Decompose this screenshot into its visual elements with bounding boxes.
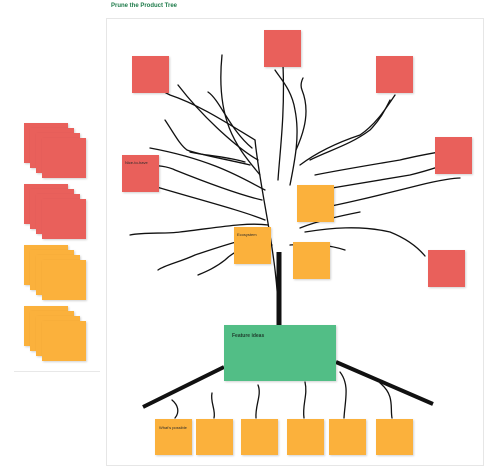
- tree-branch: [304, 227, 426, 257]
- tree-branch: [149, 147, 266, 191]
- tree-branch: [309, 99, 391, 161]
- tree-branch: [207, 91, 253, 149]
- board-title: Prune the Product Tree: [111, 3, 178, 9]
- sticky-note-text: Nice-to-have: [125, 160, 148, 165]
- tree-branch: [295, 77, 307, 151]
- tree-root-base-left: [142, 365, 225, 409]
- sticky-note-text: Ecosystem: [237, 232, 257, 237]
- sticky-note-orange[interactable]: [297, 185, 334, 222]
- palette-divider: [14, 371, 100, 372]
- tree-root: [302, 381, 307, 419]
- tree-root: [255, 384, 260, 419]
- sticky-note-red[interactable]: [428, 250, 465, 287]
- tree-root: [210, 392, 216, 419]
- sticky-note-text: What's possible: [159, 425, 187, 430]
- tree-root-base-right: [335, 360, 434, 406]
- tree-branch: [309, 177, 461, 211]
- sticky-note-red-labeled[interactable]: Nice-to-have: [122, 155, 159, 192]
- tree-branch: [164, 119, 251, 166]
- tree-root: [339, 371, 347, 419]
- tree-branch: [274, 69, 298, 186]
- sticky-note-red[interactable]: [132, 56, 169, 93]
- sticky-note-orange[interactable]: [42, 260, 86, 300]
- sticky-note-green[interactable]: Feature ideas: [224, 325, 336, 381]
- tree-branch: [177, 84, 259, 161]
- tree-root: [171, 399, 179, 419]
- tree-branch: [142, 164, 263, 201]
- sticky-note-orange-labeled[interactable]: What's possible: [155, 419, 192, 455]
- sticky-note-text: Feature ideas: [232, 333, 265, 339]
- sticky-note-red[interactable]: [42, 199, 86, 239]
- sticky-note-red[interactable]: [376, 56, 413, 93]
- sticky-note-red[interactable]: [42, 138, 86, 178]
- tree-branch: [299, 94, 396, 166]
- sticky-note-orange[interactable]: [241, 419, 278, 455]
- sticky-note-orange[interactable]: [329, 419, 366, 455]
- tree-branch: [149, 184, 266, 221]
- tree-branch: [220, 54, 261, 176]
- tree-branch: [129, 223, 269, 236]
- sticky-note-orange-labeled[interactable]: Ecosystem: [234, 227, 271, 264]
- sticky-note-orange[interactable]: [376, 419, 413, 455]
- sticky-note-orange[interactable]: [293, 242, 330, 279]
- sticky-note-red[interactable]: [435, 137, 472, 174]
- tree-branch: [189, 151, 246, 163]
- tree-branch: [314, 149, 451, 176]
- tree-root: [379, 382, 393, 419]
- sticky-note-orange[interactable]: [42, 321, 86, 361]
- sticky-note-orange[interactable]: [196, 419, 233, 455]
- sticky-note-orange[interactable]: [287, 419, 324, 455]
- sticky-note-red[interactable]: [264, 30, 301, 67]
